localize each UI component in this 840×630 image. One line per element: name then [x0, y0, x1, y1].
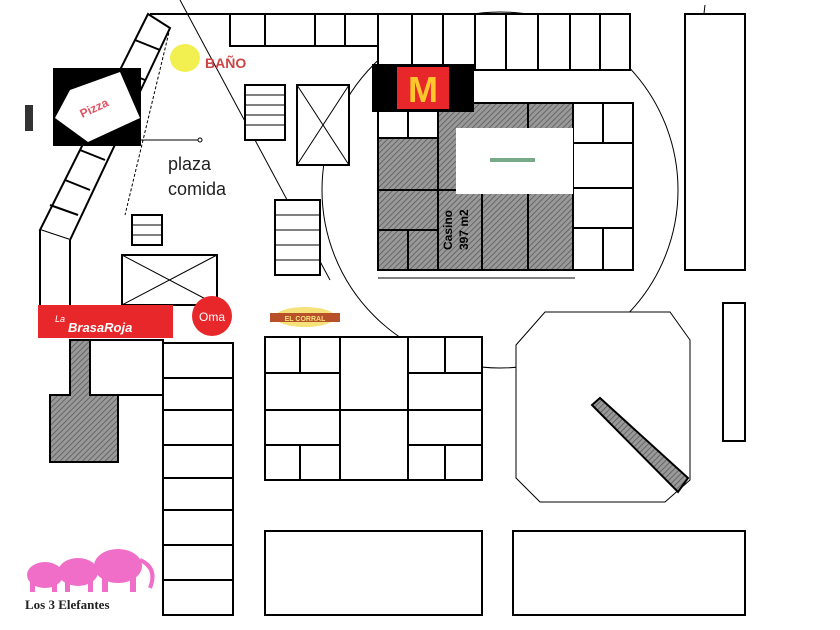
los-3-elefantes-label: Los 3 Elefantes [25, 597, 110, 612]
casino-label-line1: Casino [441, 210, 455, 250]
svg-text:Oma: Oma [199, 310, 225, 324]
right-tall-shop [684, 13, 746, 271]
svg-text:M: M [408, 69, 438, 110]
stairs [121, 84, 350, 306]
elephants-logo [27, 549, 155, 592]
bottom-shop-left [264, 530, 483, 616]
plaza-comida-label-line1: plaza [168, 154, 212, 174]
bano-logo: BAÑO [170, 44, 246, 72]
octagon-kiosk [515, 311, 691, 503]
bottom-shop-right [512, 530, 746, 616]
svg-text:BAÑO: BAÑO [205, 54, 246, 71]
svg-text:EL CORRAL: EL CORRAL [285, 316, 326, 323]
plaza-comida-label-line2: comida [168, 179, 227, 199]
casino-block: Casino 397 m2 [377, 102, 634, 279]
mcdonalds-logo: M [372, 64, 474, 112]
oma-logo: Oma [192, 296, 232, 336]
central-shop-block [264, 336, 483, 481]
circular-plaza-outline [321, 11, 679, 369]
pizza-logo: Pizza [25, 68, 203, 146]
svg-text:BrasaRoja: BrasaRoja [68, 320, 132, 335]
right-narrow-shop [722, 302, 746, 442]
casino-label-line2: 397 m2 [457, 209, 471, 250]
top-shop-row [229, 13, 631, 71]
brasa-roja-logo: La BrasaRoja [38, 305, 173, 338]
svg-text:La: La [55, 314, 65, 324]
el-corral-logo: EL CORRAL [270, 307, 340, 327]
left-shop-column [49, 339, 234, 616]
